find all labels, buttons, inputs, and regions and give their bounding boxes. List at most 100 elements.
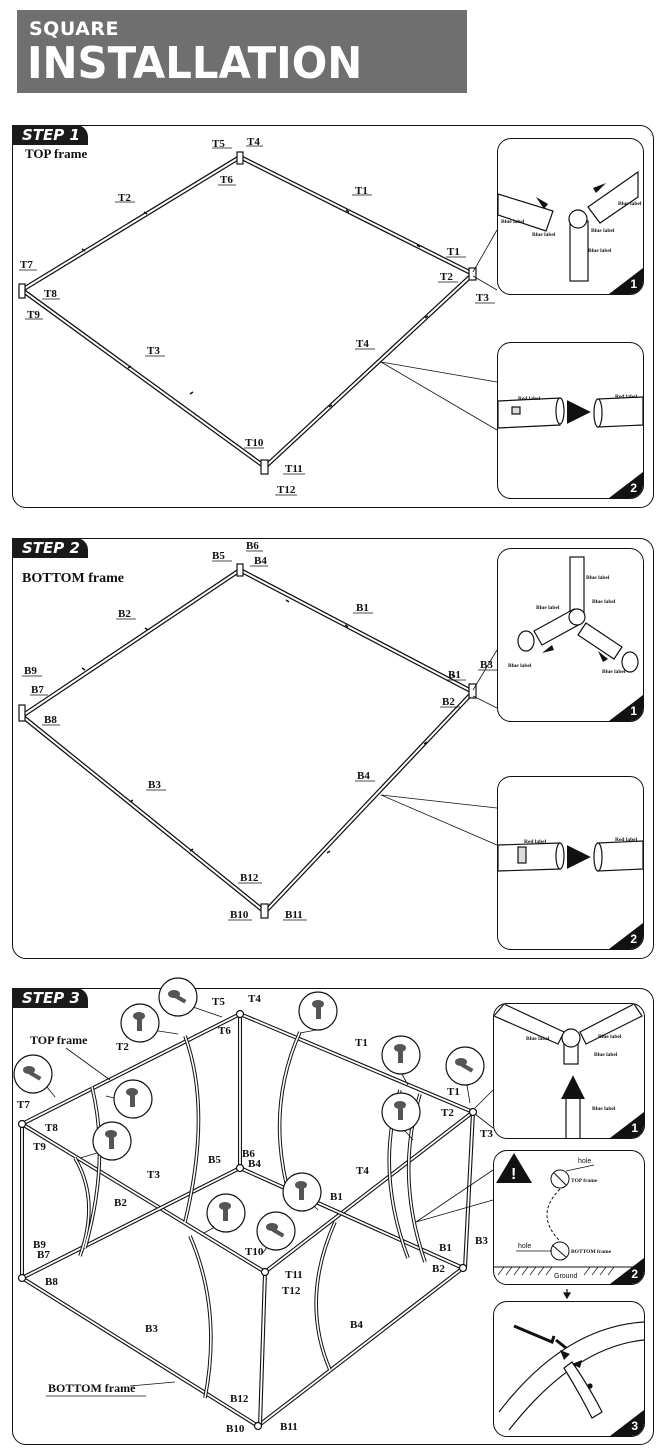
- s3-label-t6: T6: [218, 1025, 231, 1037]
- s3-label-b11: B11: [280, 1421, 298, 1433]
- s3-label-b3-corner: B3: [475, 1235, 488, 1247]
- s3-label-b2-corner: B2: [432, 1263, 445, 1275]
- label-t1: T1: [355, 185, 368, 197]
- s3-label-b12: B12: [230, 1393, 249, 1405]
- label-b5: B5: [212, 550, 225, 562]
- s2i1-label-4: Blue label: [602, 669, 626, 675]
- s3-label-t7: T7: [17, 1099, 30, 1111]
- title-banner: SQUARE INSTALLATION STEPS: [17, 10, 467, 140]
- s3-label-b2: B2: [114, 1197, 127, 1209]
- s3-label-b7: B7: [37, 1249, 50, 1261]
- inset-number-badge: 1: [609, 695, 643, 721]
- label-b8: B8: [44, 714, 57, 726]
- step2-tag: STEP 2: [12, 538, 88, 558]
- step3-part-labels: T5 T4 T6 T2 T1 T1 T2 T3 T7 T8 T9 T3 T4 B…: [17, 993, 493, 1435]
- step3-frame: [17, 1009, 494, 1431]
- s3-label-t11: T11: [285, 1269, 303, 1281]
- step3-tag: STEP 3: [12, 988, 88, 1008]
- splice-detail: Red label Red label: [498, 394, 643, 429]
- step1-inset-2: Red label Red label 2: [497, 342, 644, 499]
- s3-label-b4: B4: [248, 1158, 261, 1170]
- step2-part-labels: B1 B2 B3 B4 B5 B6 B7 B8 B9 B10 B11 B12 B…: [22, 540, 498, 921]
- svg-text:!: !: [511, 1166, 516, 1183]
- banner-subtitle: SQUARE: [29, 18, 119, 40]
- s3-label-t2: T2: [116, 1041, 129, 1053]
- label-t8: T8: [44, 288, 57, 300]
- s3-label-b6: B6: [242, 1148, 255, 1160]
- label-t4: T4: [247, 136, 260, 148]
- step3-inset-3: 3: [493, 1301, 645, 1437]
- label-t1-corner: T1: [447, 246, 460, 258]
- step2-frame-label: BOTTOM frame: [22, 571, 125, 586]
- s3-label-t5: T5: [212, 996, 225, 1008]
- label-b3-side: B3: [148, 779, 161, 791]
- label-b2-corner: B2: [442, 696, 455, 708]
- inset-number-badge: 2: [609, 923, 643, 949]
- s1i1-label-4: Blue label: [618, 201, 642, 207]
- leg-insert-detail: Blue label Blue label Blue label Blue la…: [494, 1004, 643, 1138]
- s2i1-label-3: Blue label: [508, 663, 532, 669]
- label-t10: T10: [245, 437, 264, 449]
- s3-label-t10: T10: [245, 1246, 264, 1258]
- t-joint-detail: Blue label Blue label Blue label Blue la…: [498, 170, 642, 282]
- label-b9: B9: [24, 665, 37, 677]
- label-b1: B1: [356, 602, 369, 614]
- s3-top-frame-label: TOP frame: [30, 1033, 88, 1047]
- s3-label-b1: B1: [330, 1191, 343, 1203]
- step3-inset-1: Blue label Blue label Blue label Blue la…: [493, 1003, 645, 1139]
- s1i1-label-1: Blue label: [532, 232, 556, 238]
- bolt-callouts: [13, 977, 485, 1255]
- s3-label-b9: B9: [33, 1239, 46, 1251]
- label-b7: B7: [31, 684, 44, 696]
- inset-number-badge: 1: [609, 268, 643, 294]
- label-b10: B10: [230, 909, 249, 921]
- s2i1-label-1: Blue label: [536, 605, 560, 611]
- hole-alignment-detail: ! hole TOP frame hole BOTTOM frame Groun…: [494, 1153, 644, 1280]
- label-t2: T2: [118, 192, 131, 204]
- s3-label-b10: B10: [226, 1423, 245, 1435]
- inset-number-badge: 2: [609, 472, 643, 498]
- s3i1-label-1: Blue label: [598, 1034, 622, 1040]
- s3-label-t8: T8: [45, 1122, 58, 1134]
- step1-frame-label: TOP frame: [25, 146, 88, 161]
- s3-label-b4-side: B4: [350, 1319, 363, 1331]
- inset-number-badge: 1: [610, 1112, 644, 1138]
- label-t9: T9: [27, 309, 40, 321]
- label-b1-corner: B1: [448, 669, 461, 681]
- step1-tag: STEP 1: [12, 125, 88, 145]
- label-t3: T3: [476, 292, 489, 304]
- hole-top-label: hole: [578, 1158, 591, 1165]
- hex-key-icon: [513, 1324, 556, 1345]
- s3-bottom-frame-label: BOTTOM frame: [48, 1381, 136, 1395]
- s3i1-label-0: Blue label: [526, 1036, 550, 1042]
- label-t6: T6: [220, 174, 233, 186]
- step1-inset-1: Blue label Blue label Blue label Blue la…: [497, 138, 644, 295]
- s2i2-label-0: Red label: [524, 839, 547, 845]
- s3-label-t2-corner: T2: [441, 1107, 454, 1119]
- s3-label-t1-corner: T1: [447, 1086, 460, 1098]
- bottom-frame-note: BOTTOM frame: [571, 1249, 612, 1255]
- inset-number-badge: 2: [610, 1258, 644, 1284]
- warning-icon: [496, 1153, 532, 1183]
- s3-label-t4: T4: [248, 993, 261, 1005]
- top-frame-note: TOP frame: [571, 1178, 598, 1184]
- label-b6: B6: [246, 540, 259, 552]
- inset-number-badge: 3: [610, 1410, 644, 1436]
- s3i1-label-2: Blue label: [594, 1052, 618, 1058]
- label-b2: B2: [118, 608, 131, 620]
- s1i1-label-0: Blue label: [501, 219, 525, 225]
- s1i2-label-1: Red label: [615, 394, 638, 400]
- label-b3: B3: [480, 659, 493, 671]
- label-t4-side: T4: [356, 338, 369, 350]
- s1i2-label-0: Red label: [518, 396, 541, 402]
- s3-label-b8: B8: [45, 1276, 58, 1288]
- s3-label-t4-side: T4: [356, 1165, 369, 1177]
- down-arrow: [562, 1286, 572, 1300]
- label-b4-side: B4: [357, 770, 370, 782]
- label-b11: B11: [285, 909, 303, 921]
- s3-label-b1-corner: B1: [439, 1242, 452, 1254]
- s1i1-label-2: Blue label: [591, 228, 615, 234]
- step1-part-labels: T1 T2 T3 T4 T5 T6 T7 T8 T9 T10 T11 T12 T…: [19, 136, 495, 496]
- hole-bottom-label: hole: [518, 1243, 531, 1250]
